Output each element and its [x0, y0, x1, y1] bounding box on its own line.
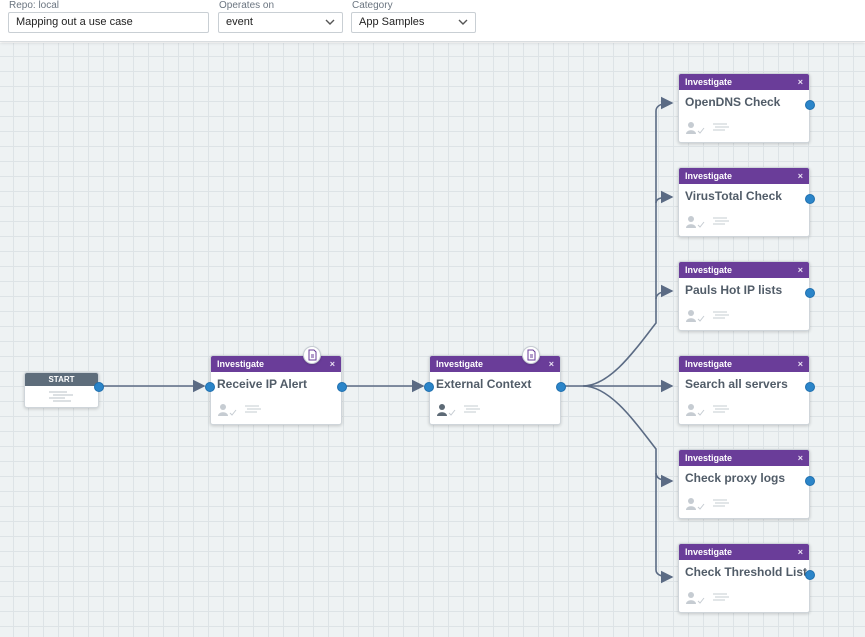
repo-label: Repo: local [9, 0, 60, 11]
block-title: OpenDNS Check [685, 95, 781, 109]
block-header: Investigate × [679, 168, 809, 184]
operates-on-select[interactable]: event [218, 12, 343, 33]
output-port[interactable] [805, 382, 815, 392]
block-check-threshold-list[interactable]: Investigate × Check Threshold List [678, 543, 815, 613]
block-check-proxy-logs[interactable]: Investigate × Check proxy logs [678, 449, 815, 519]
block-type: Investigate [436, 359, 484, 369]
output-port[interactable] [805, 570, 815, 580]
input-port[interactable] [424, 382, 434, 392]
connection-lines [101, 96, 674, 584]
category-label: Category [352, 0, 393, 11]
block-search-all-servers[interactable]: Investigate × Search all servers [678, 355, 815, 425]
operates-on-value: event [226, 16, 253, 28]
block-header: Investigate × [679, 450, 809, 466]
block-title: Check Threshold List [685, 565, 808, 579]
block-virustotal-check[interactable]: Investigate × VirusTotal Check [678, 167, 815, 237]
block-header: Investigate × [679, 262, 809, 278]
close-icon[interactable]: × [797, 547, 803, 557]
output-port[interactable] [805, 476, 815, 486]
document-icon[interactable] [522, 346, 540, 364]
block-type: Investigate [685, 171, 733, 181]
output-port[interactable] [556, 382, 566, 392]
close-icon[interactable]: × [797, 453, 803, 463]
start-output-port[interactable] [94, 382, 104, 392]
close-icon[interactable]: × [548, 359, 554, 369]
edge-to-check-proxy-logs [655, 472, 674, 488]
operates-on-label: Operates on [219, 0, 275, 11]
block-header: Investigate × [430, 356, 560, 372]
output-port[interactable] [337, 382, 347, 392]
block-title: Receive IP Alert [217, 377, 308, 391]
block-type: Investigate [685, 359, 733, 369]
block-receive-ip-alert[interactable]: Investigate × Receive IP Alert [205, 346, 347, 425]
user-icon [437, 404, 480, 416]
playbook-name-input[interactable]: Mapping out a use case [8, 12, 209, 33]
category-select[interactable]: App Samples [351, 12, 476, 33]
output-port[interactable] [805, 288, 815, 298]
chevron-down-icon [325, 19, 335, 25]
close-icon[interactable]: × [329, 359, 335, 369]
block-type: Investigate [685, 547, 733, 557]
input-port[interactable] [205, 382, 215, 392]
block-title: Check proxy logs [685, 471, 786, 485]
edge-to-opendns-check [564, 96, 674, 387]
block-type: Investigate [685, 265, 733, 275]
block-header: Investigate × [679, 356, 809, 372]
user-icon [686, 404, 729, 416]
block-header: Investigate × [679, 74, 809, 90]
block-title: VirusTotal Check [685, 189, 782, 203]
user-icon [686, 498, 729, 510]
block-title: Pauls Hot IP lists [685, 283, 783, 297]
close-icon[interactable]: × [797, 77, 803, 87]
document-icon[interactable] [303, 346, 321, 364]
block-pauls-hot-ip-lists[interactable]: Investigate × Pauls Hot IP lists [678, 261, 815, 331]
close-icon[interactable]: × [797, 265, 803, 275]
block-header: Investigate × [679, 544, 809, 560]
block-type: Investigate [685, 77, 733, 87]
user-icon [686, 592, 729, 604]
output-port[interactable] [805, 194, 815, 204]
user-icon [686, 216, 729, 228]
start-node[interactable]: START [24, 372, 104, 408]
close-icon[interactable]: × [797, 359, 803, 369]
edge-to-pauls-hot-ip-lists [655, 284, 674, 300]
edge-to-virustotal-check [655, 190, 674, 204]
category-value: App Samples [359, 16, 425, 28]
user-icon [218, 404, 261, 416]
playbook-toolbar: Repo: local Mapping out a use case Opera… [0, 0, 865, 42]
block-type: Investigate [217, 359, 265, 369]
user-icon [686, 310, 729, 322]
block-opendns-check[interactable]: Investigate × OpenDNS Check [678, 73, 815, 143]
start-node-header: START [25, 373, 98, 386]
block-external-context[interactable]: Investigate × External Context [424, 346, 566, 425]
list-lines-icon [49, 391, 73, 402]
block-title: Search all servers [685, 377, 788, 391]
playbook-canvas[interactable]: START Investigate × Receive IP Alert Inv… [0, 43, 865, 637]
user-icon [686, 122, 729, 134]
chevron-down-icon [458, 19, 468, 25]
close-icon[interactable]: × [797, 171, 803, 181]
output-port[interactable] [805, 100, 815, 110]
block-title: External Context [436, 377, 532, 391]
edge-to-lower-branch [582, 385, 674, 584]
block-type: Investigate [685, 453, 733, 463]
block-header: Investigate × [211, 356, 341, 372]
